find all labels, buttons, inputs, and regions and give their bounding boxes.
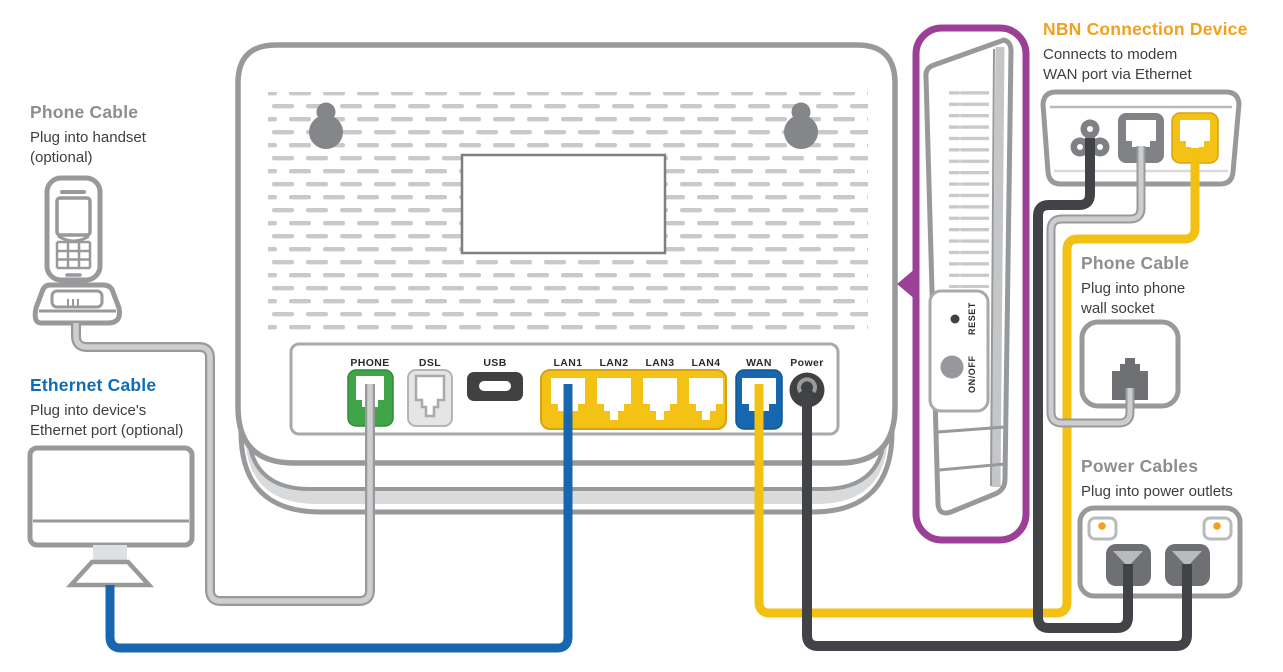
note-line: wall socket <box>1081 300 1155 317</box>
power-port-label: Power <box>790 357 824 369</box>
note-line: Plug into device's <box>30 402 147 419</box>
note-line: Connects to modem <box>1043 46 1178 63</box>
usb-port-label: USB <box>483 357 506 369</box>
note-title: Phone Cable <box>1081 253 1190 273</box>
phone-port-label: PHONE <box>350 357 389 369</box>
mount-keyhole-right <box>784 102 818 149</box>
side-vent-grille <box>949 88 989 288</box>
product-label-plate <box>460 153 667 255</box>
lan-port-block <box>540 369 727 430</box>
lan4-port-label: LAN4 <box>691 357 720 369</box>
handset-keypad <box>55 240 92 270</box>
cables <box>71 138 1200 653</box>
on-off-button[interactable] <box>940 355 964 379</box>
nbn-power-cable <box>1033 138 1133 633</box>
power-outlet <box>1077 505 1243 599</box>
handset-screen <box>55 196 92 237</box>
ethernet-cable-note: Ethernet Cable Plug into device's Ethern… <box>30 375 183 441</box>
usb-port <box>467 372 523 401</box>
note-line: Ethernet port (optional) <box>30 422 184 439</box>
lan3-port-label: LAN3 <box>645 357 674 369</box>
highlight-arrow-icon <box>897 268 916 300</box>
note-title: Power Cables <box>1081 456 1199 476</box>
nbn-device-note: NBN Connection Device Connects to modem … <box>1043 19 1248 85</box>
modem-side-view: ON/OFF RESET <box>897 24 1030 544</box>
outlet-switch-left[interactable] <box>1087 516 1118 541</box>
outlet-switch-right[interactable] <box>1202 516 1233 541</box>
note-title: Ethernet Cable <box>30 375 157 395</box>
wall-phone-cable <box>1048 146 1144 426</box>
handset-phone-cable <box>73 323 373 604</box>
modem-power-cable <box>802 394 1192 651</box>
lan2-port-label: LAN2 <box>599 357 628 369</box>
note-line: Plug into handset <box>30 129 146 146</box>
note-line: Plug into power outlets <box>1081 483 1233 500</box>
power-cables-note: Power Cables Plug into power outlets <box>1081 456 1233 502</box>
on-off-label: ON/OFF <box>967 355 977 393</box>
phone-handset <box>32 175 122 326</box>
power-jack <box>789 372 825 408</box>
dsl-port <box>407 369 453 427</box>
mount-keyhole-left <box>309 102 343 149</box>
note-line: (optional) <box>30 149 93 166</box>
dsl-port-label: DSL <box>419 357 441 369</box>
lan1-port-label: LAN1 <box>553 357 582 369</box>
reset-button[interactable] <box>950 314 960 324</box>
nbn-phone-port <box>1118 113 1164 163</box>
handset-dock <box>32 282 122 326</box>
wan-port-label: WAN <box>746 357 772 369</box>
wall-jack-icon <box>1112 358 1148 400</box>
phone-cable-left-note: Phone Cable Plug into handset (optional) <box>30 102 146 168</box>
desktop-monitor <box>27 445 195 588</box>
note-line: WAN port via Ethernet <box>1043 66 1192 83</box>
note-line: Plug into phone <box>1081 280 1186 297</box>
phone-cable-right-note: Phone Cable Plug into phone wall socket <box>1081 253 1189 319</box>
side-control-panel: ON/OFF RESET <box>928 289 990 413</box>
reset-label: RESET <box>967 302 977 335</box>
note-title: Phone Cable <box>30 102 139 122</box>
ethernet-cable <box>105 384 573 653</box>
note-title: NBN Connection Device <box>1043 19 1248 39</box>
